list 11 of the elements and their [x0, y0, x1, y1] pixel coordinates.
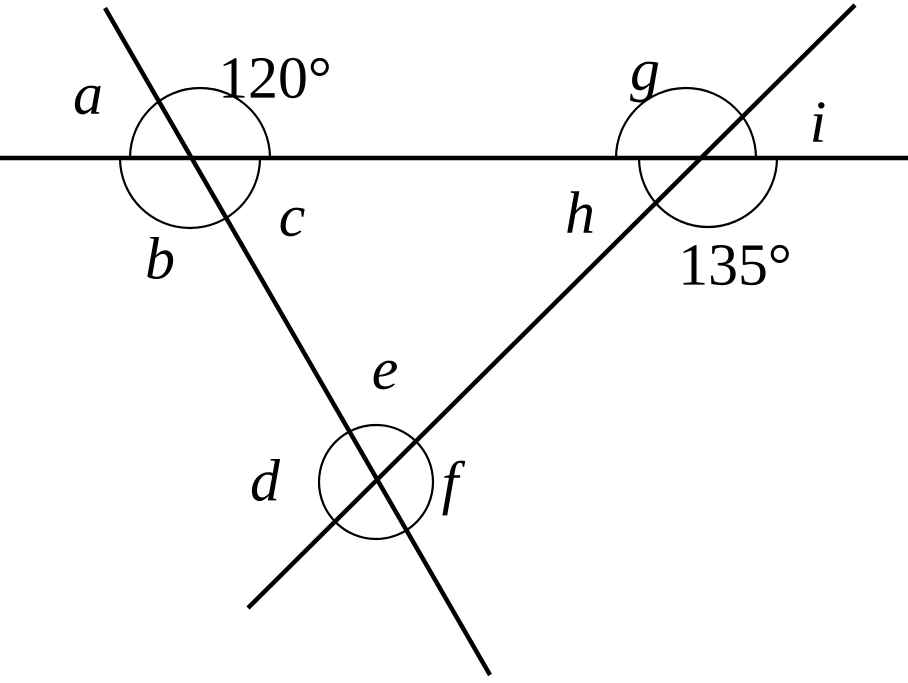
angle-label: g: [630, 62, 658, 102]
angle-label: a: [74, 86, 101, 114]
angle-label: e: [374, 360, 397, 390]
angle-label: h: [567, 191, 592, 233]
angle-label: d: [252, 458, 280, 502]
angle-label: b: [147, 236, 174, 280]
angle-label: 120°: [223, 58, 329, 98]
angle-label: c: [280, 208, 305, 236]
angle-label: f: [442, 460, 466, 516]
angle-label: 135°: [683, 244, 789, 286]
angle-label: i: [813, 102, 824, 142]
